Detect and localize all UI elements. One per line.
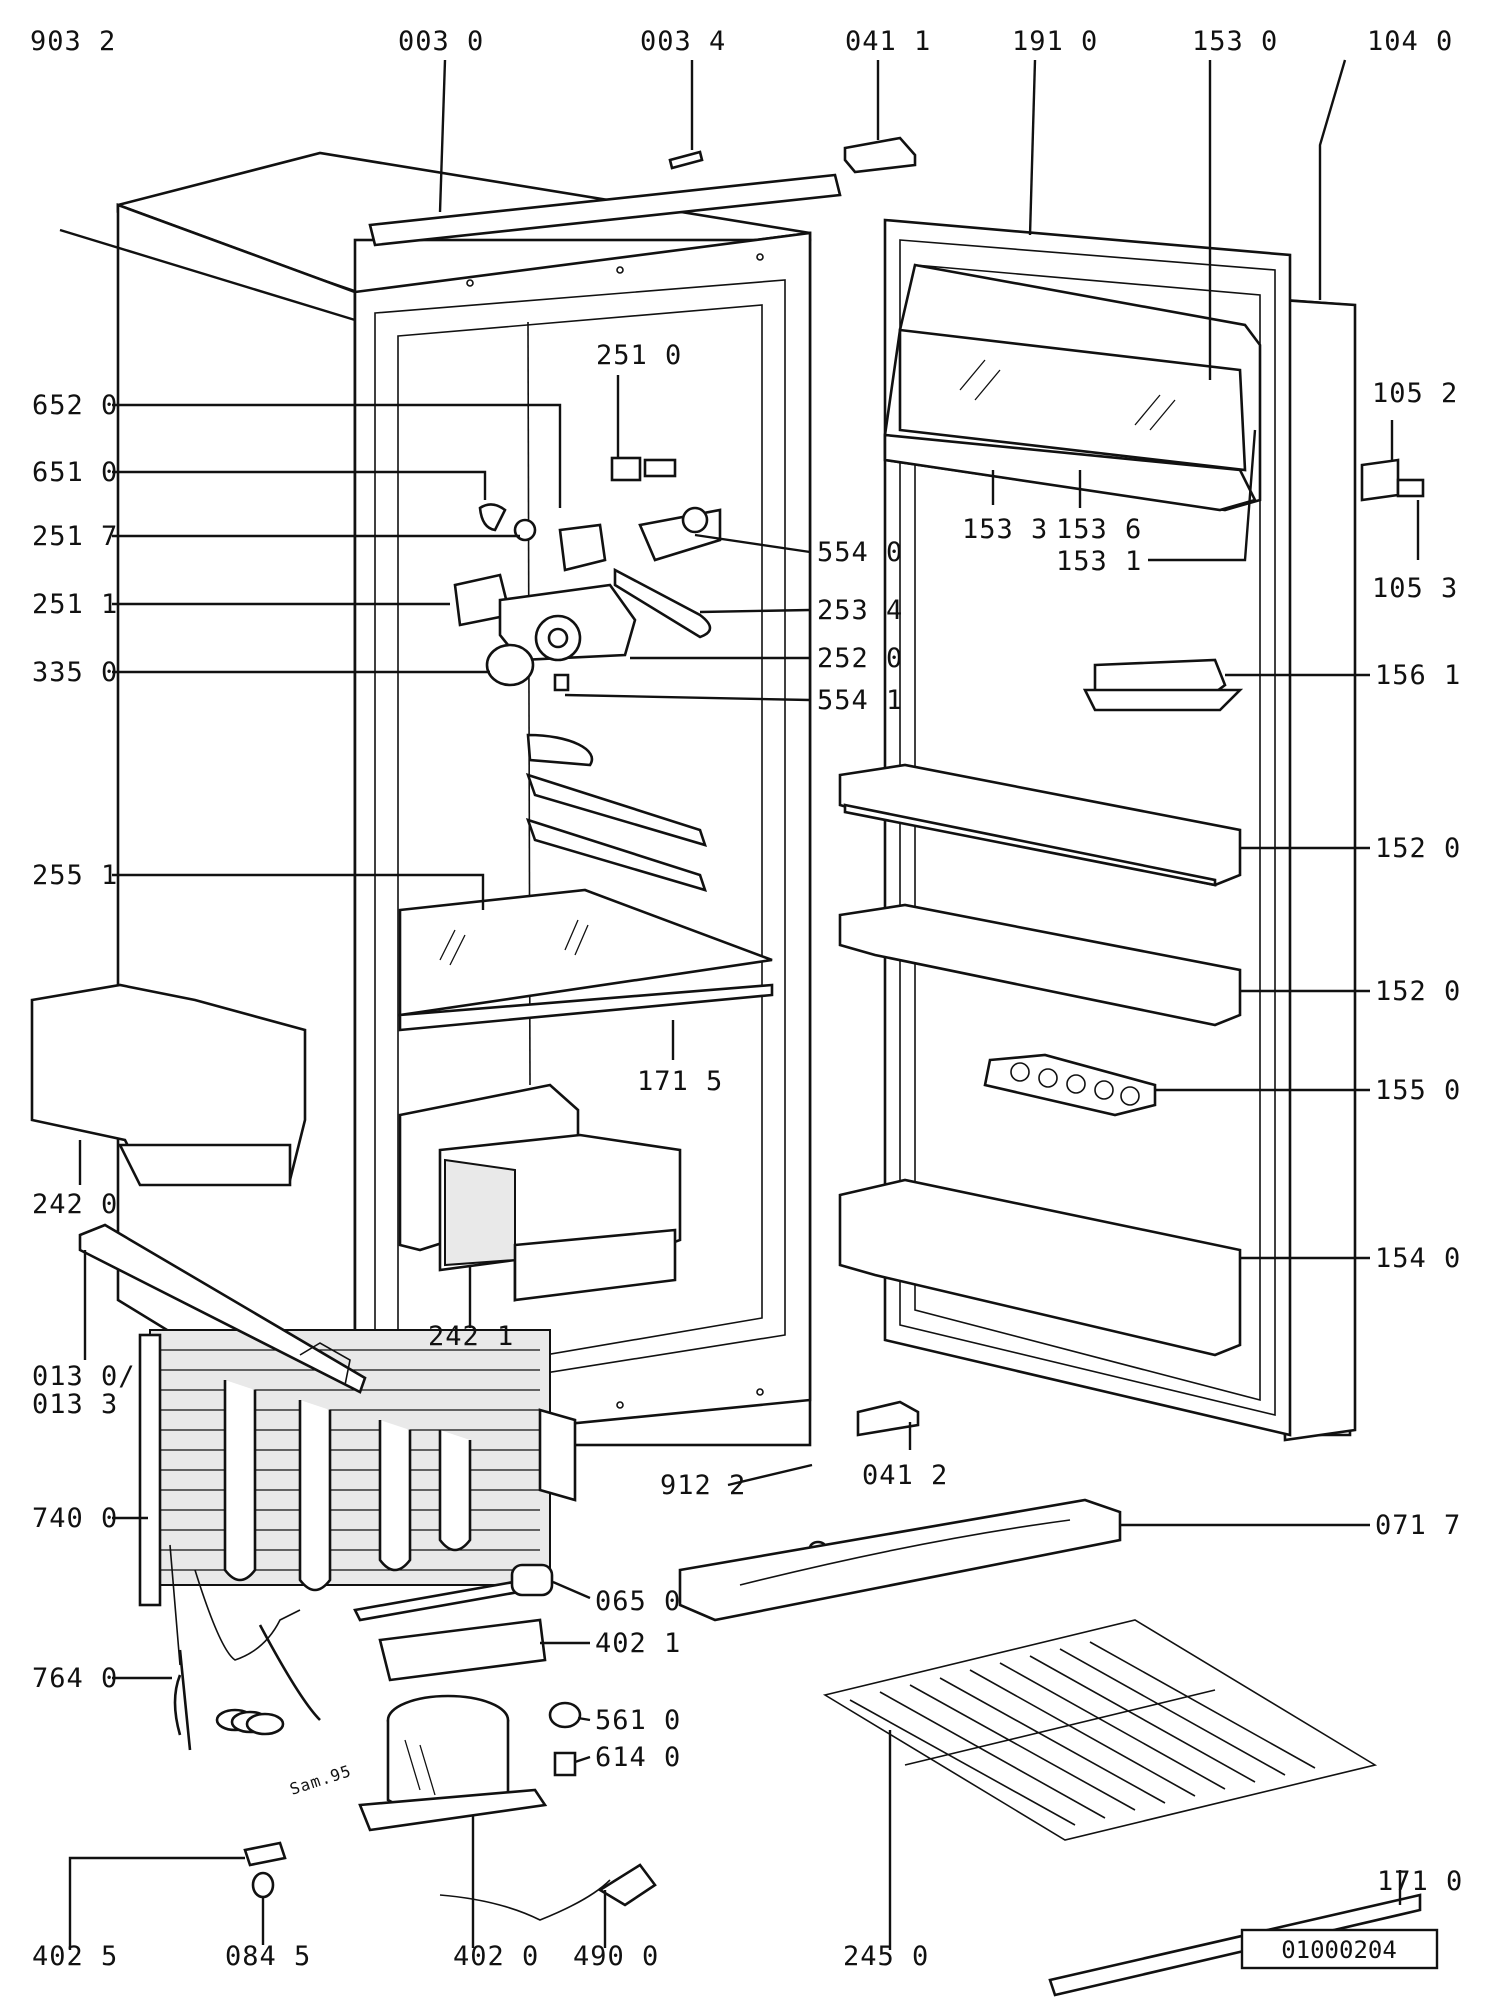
door-bin-middle — [838, 903, 1242, 1027]
kick-plate — [678, 1498, 1122, 1622]
label-245-0: 245 0 — [843, 1941, 929, 1972]
label-903-2: 903 2 — [30, 26, 116, 57]
label-003-4: 003 4 — [640, 26, 726, 57]
label-065-0: 065 0 — [595, 1586, 681, 1617]
label-554-0: 554 0 — [817, 537, 903, 568]
label-041-2: 041 2 — [862, 1460, 948, 1491]
label-740-0: 740 0 — [32, 1503, 118, 1534]
label-554-1: 554 1 — [817, 685, 903, 716]
left-storage-bin — [30, 983, 307, 1187]
label-171-0: 171 0 — [1377, 1866, 1463, 1897]
label-252-0: 252 0 — [817, 643, 903, 674]
label-154-0: 154 0 — [1375, 1243, 1461, 1274]
label-255-1: 255 1 — [32, 860, 118, 891]
label-614-0: 614 0 — [595, 1742, 681, 1773]
diagram-id: 01000204 — [1281, 1936, 1397, 1964]
label-242-1: 242 1 — [428, 1321, 514, 1352]
capillary-tube — [178, 1624, 321, 1751]
label-152-0-middle: 152 0 — [1375, 976, 1461, 1007]
label-041-1: 041 1 — [845, 26, 931, 57]
label-251-7: 251 7 — [32, 521, 118, 552]
door-assembly — [838, 218, 1357, 1442]
label-152-0-upper: 152 0 — [1375, 833, 1461, 864]
label-071-7: 071 7 — [1375, 1510, 1461, 1541]
egg-tray — [983, 1053, 1157, 1117]
label-251-0: 251 0 — [596, 340, 682, 371]
label-105-3: 105 3 — [1372, 573, 1458, 604]
small-parts — [243, 1540, 828, 1899]
label-251-1: 251 1 — [32, 589, 118, 620]
hinge-bracket — [1360, 458, 1425, 502]
label-912-2: 912 2 — [660, 1470, 746, 1501]
label-253-4: 253 4 — [817, 595, 903, 626]
label-013-3: 013 3 — [32, 1389, 118, 1420]
label-153-0: 153 0 — [1192, 26, 1278, 57]
label-153-6: 153 6 — [1056, 514, 1142, 545]
label-402-0: 402 0 — [453, 1941, 539, 1972]
compressor-assembly — [169, 1544, 657, 1921]
label-155-0: 155 0 — [1375, 1075, 1461, 1106]
hinge-top — [843, 136, 917, 174]
label-153-1: 153 1 — [1056, 546, 1142, 577]
label-764-0: 764 0 — [32, 1663, 118, 1694]
label-335-0: 335 0 — [32, 657, 118, 688]
annotation-note: Sam.95 — [287, 1761, 354, 1799]
thermostat-light-assembly — [453, 456, 722, 692]
cabinet-body — [116, 151, 812, 1607]
label-651-0: 651 0 — [32, 457, 118, 488]
label-156-1: 156 1 — [1375, 660, 1461, 691]
label-105-2: 105 2 — [1372, 378, 1458, 409]
label-171-5: 171 5 — [637, 1066, 723, 1097]
label-652-0: 652 0 — [32, 390, 118, 421]
top-trim-strip — [368, 150, 842, 247]
label-191-0: 191 0 — [1012, 26, 1098, 57]
label-242-0: 242 0 — [32, 1189, 118, 1220]
hinge-bottom — [856, 1400, 920, 1437]
label-013-0: 013 0/ — [32, 1361, 136, 1392]
diagram-id-box: 01000204 — [1240, 1928, 1439, 1970]
label-402-1: 402 1 — [595, 1628, 681, 1659]
wire-shelf — [822, 1619, 1422, 1997]
label-104-0: 104 0 — [1367, 26, 1453, 57]
label-561-0: 561 0 — [595, 1705, 681, 1736]
label-153-3: 153 3 — [962, 514, 1048, 545]
label-003-0: 003 0 — [398, 26, 484, 57]
label-084-5: 084 5 — [225, 1941, 311, 1972]
bottom-front-strip — [78, 1223, 367, 1394]
part-labels: 903 2 003 0 003 4 041 1 191 0 153 0 104 … — [30, 26, 1463, 1972]
bottle-bin — [838, 1178, 1242, 1357]
leader-lines — [59, 59, 1420, 1950]
shelf-trim-strip — [398, 983, 774, 1032]
label-402-5: 402 5 — [32, 1941, 118, 1972]
glass-shelf — [398, 888, 773, 1017]
label-490-0: 490 0 — [573, 1941, 659, 1972]
